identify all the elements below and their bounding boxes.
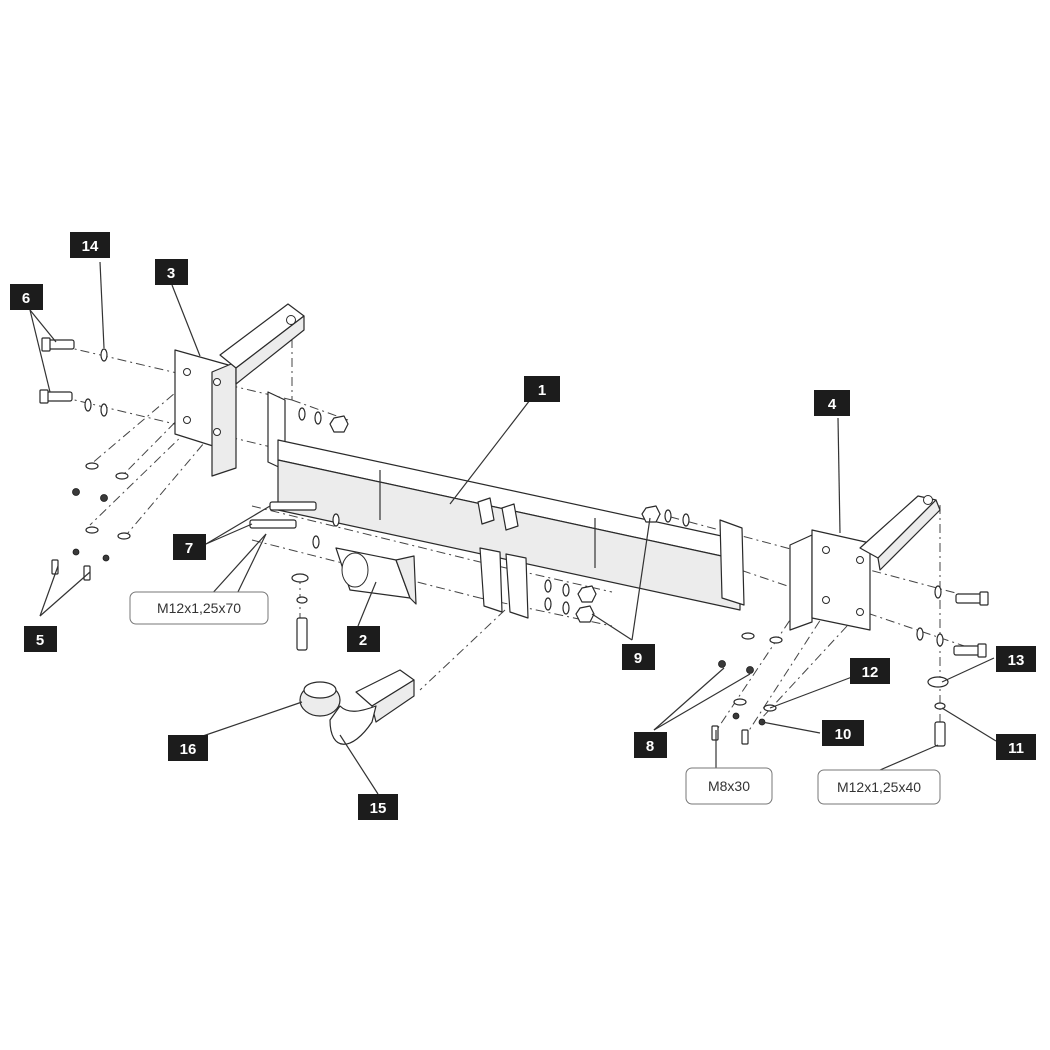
svg-text:3: 3 — [167, 265, 175, 282]
svg-text:M8x30: M8x30 — [708, 778, 750, 794]
part-label-8: 8 — [634, 732, 667, 758]
spec-label-bolt-7: M12x1,25x70 — [129, 591, 269, 625]
svg-text:14: 14 — [82, 238, 99, 255]
spec-label-bolt-10: M8x30 — [685, 767, 773, 805]
svg-text:M12x1,25x40: M12x1,25x40 — [837, 779, 921, 795]
part-label-13: 13 — [996, 646, 1036, 672]
part-label-2: 2 — [347, 626, 380, 652]
svg-text:1: 1 — [538, 382, 546, 399]
part-label-7: 7 — [173, 534, 206, 560]
part-label-3: 3 — [155, 259, 188, 285]
socket-plate — [335, 547, 417, 605]
tow-ball-assembly — [299, 669, 415, 745]
svg-text:9: 9 — [634, 650, 642, 667]
svg-text:11: 11 — [1008, 740, 1024, 757]
part-label-12: 12 — [850, 658, 890, 684]
part-label-9: 9 — [622, 644, 655, 670]
part-label-11: 11 — [996, 734, 1036, 760]
part-label-6: 6 — [10, 284, 43, 310]
right-side-bracket — [789, 495, 941, 631]
svg-text:5: 5 — [36, 632, 44, 649]
part-label-16: 16 — [168, 735, 208, 761]
leader-lines — [29, 261, 997, 795]
part-label-5: 5 — [24, 626, 57, 652]
spec-label-bolt-11: M12x1,25x40 — [817, 769, 941, 805]
svg-text:4: 4 — [828, 396, 837, 413]
svg-text:8: 8 — [646, 738, 654, 755]
svg-text:2: 2 — [359, 632, 367, 649]
svg-text:12: 12 — [862, 664, 879, 681]
svg-text:10: 10 — [835, 726, 852, 743]
svg-text:15: 15 — [370, 800, 387, 817]
part-label-4: 4 — [814, 390, 850, 416]
part-label-1: 1 — [524, 376, 560, 402]
svg-text:7: 7 — [185, 540, 193, 557]
part-label-10: 10 — [822, 720, 864, 746]
main-crossbar — [267, 391, 745, 619]
svg-text:16: 16 — [180, 741, 197, 758]
svg-text:M12x1,25x70: M12x1,25x70 — [157, 600, 241, 616]
left-side-bracket — [174, 303, 305, 477]
svg-text:13: 13 — [1008, 652, 1025, 669]
part-label-14: 14 — [70, 232, 110, 258]
svg-text:6: 6 — [22, 290, 30, 307]
part-label-15: 15 — [358, 794, 398, 820]
